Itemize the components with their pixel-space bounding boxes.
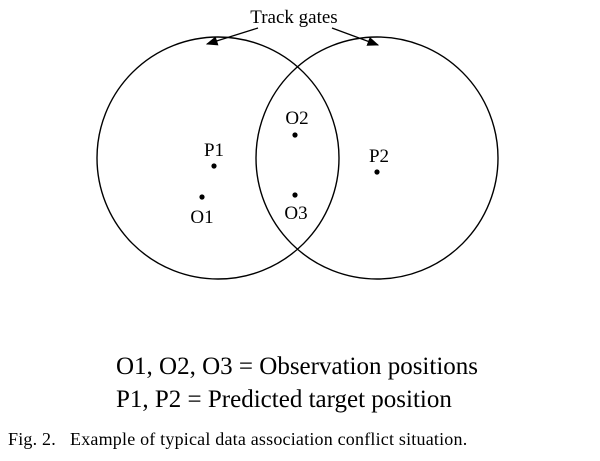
o1-dot	[199, 194, 205, 200]
legend-predictions: P1, P2 = Predicted target position	[116, 386, 452, 413]
o1-label: O1	[190, 207, 213, 228]
p2-dot	[374, 169, 380, 175]
p1-label: P1	[204, 140, 224, 161]
track-gates-label: Track gates	[250, 7, 337, 28]
track-gate-arrow-right	[331, 27, 380, 46]
o2-label: O2	[285, 108, 308, 129]
track-gate-arrow-left	[205, 27, 259, 46]
p2-label: P2	[369, 146, 389, 167]
o3-label: O3	[284, 203, 307, 224]
p1-dot	[211, 163, 217, 169]
o3-dot	[292, 192, 298, 198]
legend-observations: O1, O2, O3 = Observation positions	[116, 353, 478, 380]
figure-caption: Fig. 2. Example of typical data associat…	[8, 429, 468, 449]
o2-dot	[292, 132, 298, 138]
